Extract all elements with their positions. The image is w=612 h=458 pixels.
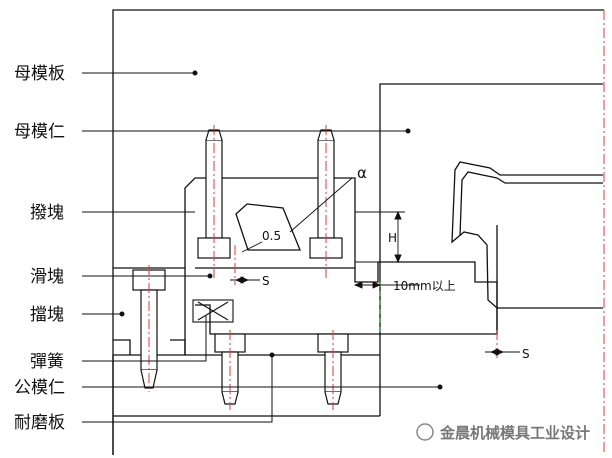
dim-travel: 10mm以上 (393, 279, 456, 293)
leader-wear-plate (82, 355, 273, 423)
label-slide: 滑塊 (30, 267, 64, 287)
angled-recess (235, 203, 301, 251)
travel-arrow-a (353, 281, 363, 289)
leader-slide-dot (207, 273, 213, 279)
dim-h: H (388, 231, 397, 245)
watermark: 金晨机械模具工业设计 (416, 423, 590, 442)
product-cavity-line (459, 171, 603, 237)
dimension-labels: α 0.5 H S 10mm以上 S (262, 164, 530, 361)
watermark-icon (416, 423, 434, 441)
heel-block-outline (184, 177, 356, 268)
cavity-insert-outline (379, 83, 603, 416)
leader-cavity-plate-dot (192, 70, 198, 76)
h-arrow-bottom (394, 254, 402, 264)
dim-s-left: S (262, 274, 270, 288)
screws (132, 129, 349, 405)
label-spring: 彈簧 (30, 352, 64, 372)
stop-block-step-right (170, 339, 186, 355)
label-stop-block: 擋塊 (30, 305, 64, 325)
part-labels: 母模板 母模仁 撥塊 滑塊 擋塊 彈簧 公模仁 耐磨板 (14, 64, 65, 433)
leaders (82, 70, 443, 423)
leader-cavity-insert-dot (405, 128, 411, 134)
cavity-plate-outline (112, 9, 604, 455)
centerlines (148, 10, 605, 455)
leader-wear-plate-dot (269, 352, 275, 358)
dimension-marks (230, 177, 520, 356)
stop-block-step (113, 339, 131, 355)
label-heel-block: 撥塊 (30, 203, 64, 223)
spring-cross-b (197, 301, 229, 321)
spring-box (192, 299, 234, 323)
dim-alpha: α (357, 164, 367, 182)
travel-arrow-b (372, 281, 382, 289)
label-core-insert: 公模仁 (14, 378, 65, 398)
h-arrow-top (394, 210, 402, 220)
label-cavity-plate: 母模板 (14, 64, 65, 84)
watermark-text: 金晨机械模具工业设计 (439, 424, 590, 442)
label-wear-plate: 耐磨板 (14, 413, 65, 433)
mold-outline (112, 9, 604, 455)
cavity-insert-profile (451, 161, 603, 309)
alpha-leader (289, 177, 353, 233)
dim-clearance: 0.5 (262, 229, 281, 243)
dim-s-right: S (522, 347, 530, 361)
spring (192, 299, 234, 323)
s-right-arrow-b (495, 348, 505, 356)
slide-outline (195, 261, 498, 335)
s-left-arrow-b (240, 276, 250, 284)
leader-core-dot (437, 384, 443, 390)
clearance-leader (241, 241, 263, 253)
leader-spring (82, 316, 207, 362)
leader-stop-dot (119, 311, 125, 317)
label-cavity-insert: 母模仁 (14, 122, 65, 142)
